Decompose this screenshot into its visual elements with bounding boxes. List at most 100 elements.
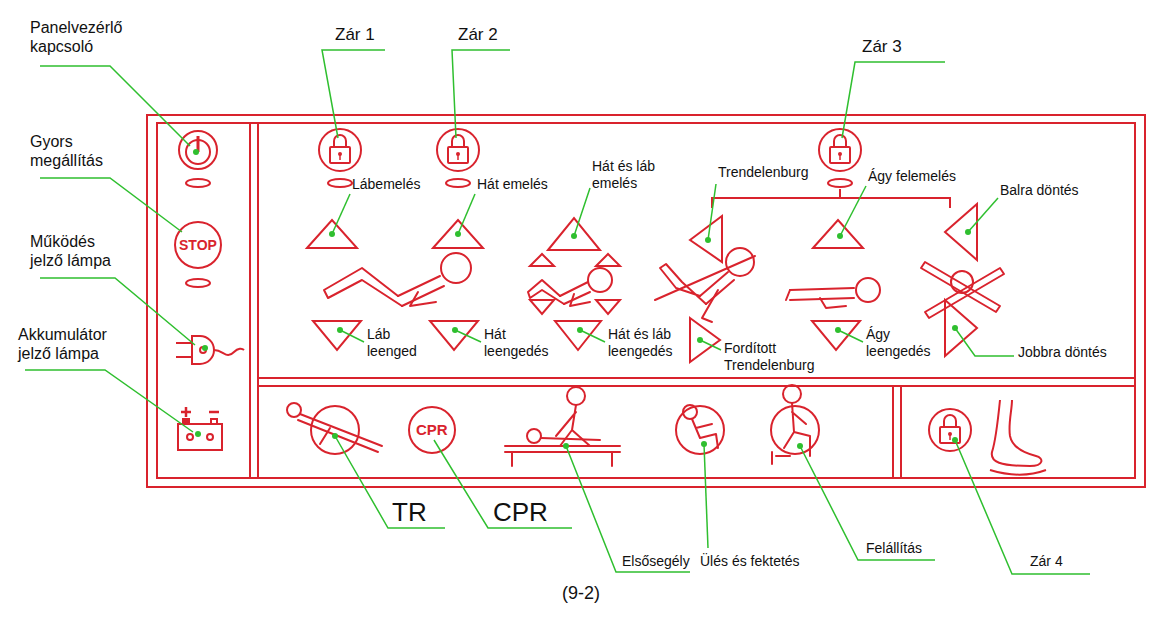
mode-icon	[783, 385, 801, 403]
leader-dot	[452, 327, 458, 333]
button-triangle	[945, 204, 977, 260]
panel-illustration	[819, 129, 861, 171]
patient-figure	[441, 253, 471, 283]
lock-indicator	[328, 179, 352, 187]
patient-figure	[660, 264, 706, 304]
button-label: Fordított Trendelenburg	[724, 340, 829, 374]
button-label: Hát és láb emelés	[592, 158, 667, 192]
mode-label: Zár 4	[1030, 553, 1063, 570]
button-label: Hát leengedés	[484, 326, 556, 360]
patient-figure	[324, 268, 402, 306]
power-switch-icon	[179, 131, 217, 187]
leader-line	[455, 330, 481, 342]
patient-figure	[820, 298, 846, 308]
patient-figure	[570, 294, 590, 306]
patient-figure	[655, 256, 755, 300]
callout-label: Gyors megállítás	[30, 132, 130, 170]
leader-line	[335, 436, 445, 528]
battery-icon	[183, 419, 189, 424]
leader-dot	[835, 327, 841, 333]
leader-dot	[193, 149, 971, 449]
battery-icon	[207, 434, 213, 440]
patient-figure	[702, 290, 718, 322]
leader-dot	[952, 325, 958, 331]
mode-icon	[298, 414, 382, 452]
battery-icon	[185, 407, 188, 417]
button-triangle	[690, 216, 722, 262]
leader-line	[968, 198, 998, 232]
leader-dot	[563, 443, 569, 449]
plug-icon	[176, 356, 192, 358]
leader-dot	[697, 337, 703, 343]
button-triangle	[307, 204, 977, 362]
leader-line	[842, 62, 945, 138]
patient-figure	[560, 282, 590, 304]
patient-figure	[700, 272, 734, 304]
leader-dot	[332, 433, 338, 439]
battery-icon	[211, 419, 217, 424]
button-label: Láb leenged	[367, 326, 427, 360]
cpr-button-text: CPR	[416, 421, 448, 439]
leader-line	[40, 178, 182, 232]
panel-frame	[258, 385, 1135, 387]
leader-dot	[195, 431, 201, 437]
button-triangle	[812, 321, 860, 350]
mode-icon	[784, 403, 810, 456]
leader-dot	[797, 443, 803, 449]
panel-frame	[892, 386, 894, 478]
mode-label: Felállítás	[866, 540, 922, 557]
mode-icon	[683, 405, 697, 419]
mode-icon	[676, 406, 724, 454]
mode-label: Elsősegély	[622, 553, 690, 570]
panel-frame	[258, 377, 1135, 379]
button-triangle	[945, 300, 977, 356]
leader-dot	[577, 327, 583, 333]
panel-illustration	[319, 129, 361, 171]
button-label: Lábemelés	[352, 176, 421, 193]
battery-icon	[187, 434, 193, 440]
mode-icon	[771, 406, 819, 454]
patient-figure	[786, 290, 790, 300]
stop-button-icon	[175, 222, 221, 268]
mode-icon	[505, 446, 620, 466]
leader-line	[838, 330, 863, 342]
mode-icon	[567, 387, 585, 405]
button-triangle	[433, 220, 483, 248]
bracket	[712, 198, 950, 208]
leader-line	[840, 186, 866, 236]
patient-figure	[921, 262, 1000, 312]
stop-button-icon	[186, 279, 210, 287]
button-triangle	[307, 220, 357, 248]
button-label: Hát és láb leengedés	[608, 326, 682, 360]
stop-button-text: STOP	[179, 237, 217, 254]
plug-icon	[176, 336, 244, 364]
leader-line	[458, 194, 475, 234]
button-triangle	[813, 220, 863, 248]
panel-illustration	[437, 129, 479, 171]
panel-frame	[900, 386, 902, 478]
mode-icon	[409, 407, 455, 453]
leader-dot	[965, 229, 971, 235]
leader-line	[800, 446, 935, 560]
mode-icon	[320, 428, 330, 444]
mode-icon	[311, 406, 359, 454]
leader-line	[340, 330, 364, 342]
mode-icon	[772, 452, 790, 464]
patient-figure	[951, 271, 973, 293]
leader-dot	[202, 345, 208, 351]
button-label: Balra döntés	[1000, 182, 1079, 199]
patient-figure	[410, 292, 436, 306]
leader-dot	[837, 233, 843, 239]
callout-label: Panelvezérlő kapcsoló	[30, 18, 145, 56]
leader-line	[25, 370, 193, 432]
button-triangle	[313, 321, 361, 350]
lock-label: Zár 2	[458, 25, 498, 45]
battery-icon	[178, 424, 222, 450]
mode-label: TR	[392, 497, 427, 528]
button-triangle	[430, 321, 478, 350]
button-triangle	[596, 254, 620, 266]
leader-line	[434, 440, 572, 528]
patient-figure	[790, 288, 854, 300]
